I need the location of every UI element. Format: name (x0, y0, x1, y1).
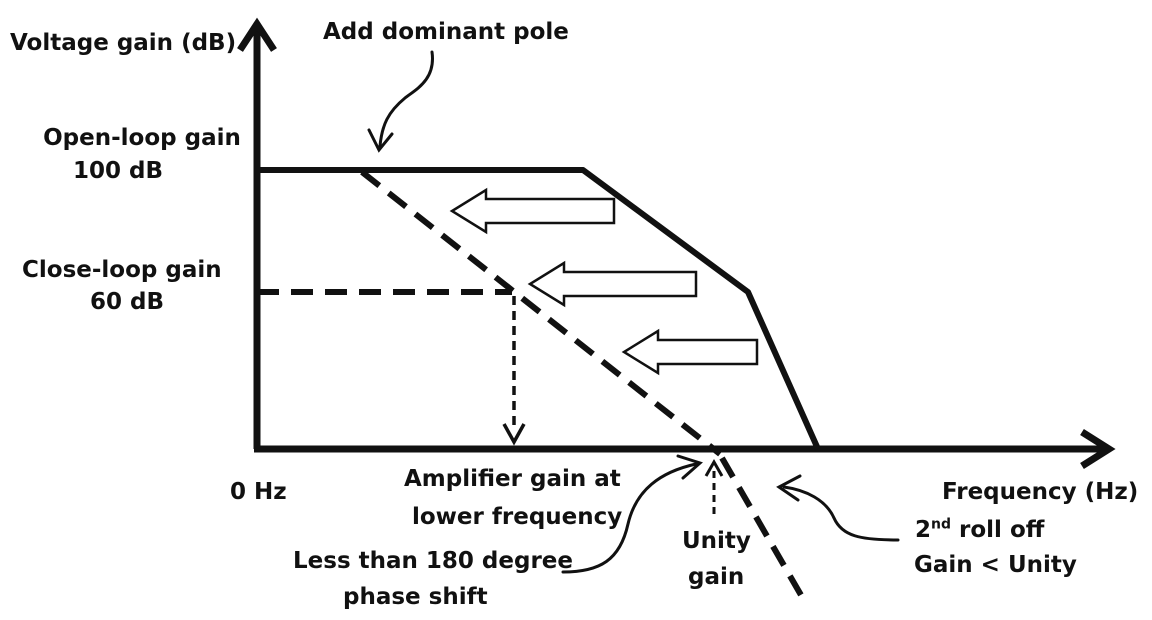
compensated-response (360, 169, 808, 604)
rolloff-prefix: 2 (915, 517, 932, 543)
second-rolloff-label-line2: Gain < Unity (914, 552, 1077, 578)
x-axis-title: Frequency (Hz) (942, 479, 1139, 505)
unity-gain-label-line1: Unity (682, 528, 751, 554)
rolloff-arrowhead-icon (776, 474, 802, 502)
callout-arrows (367, 50, 900, 574)
hollow-left-arrow-icon (449, 187, 616, 235)
open-loop-gain-value: 100 dB (73, 158, 164, 184)
amplifier-gain-label-line1: Amplifier gain at (404, 466, 621, 492)
open-loop-response-curve (257, 167, 821, 451)
hollow-left-arrow-icon (527, 260, 698, 308)
dominant-pole-label: Add dominant pole (323, 19, 569, 45)
origin-label: 0 Hz (230, 479, 287, 505)
axes (237, 17, 1116, 469)
unity-arrowhead-icon (704, 458, 724, 477)
x-axis-arrowhead (1080, 429, 1116, 469)
open-loop-gain-label: Open-loop gain (22, 124, 262, 152)
closed-loop-gain-value: 60 dB (90, 289, 165, 315)
y-axis-arrowhead (237, 17, 277, 52)
dominant-pole-callout-arrow (378, 50, 434, 148)
unity-gain-label-line2: gain (688, 564, 745, 590)
phase-shift-label-line2: phase shift (343, 584, 488, 610)
dominant-pole-arrowhead-icon (367, 128, 394, 153)
phase-shift-arrowhead-icon (676, 454, 703, 480)
rolloff-text: roll off (951, 517, 1045, 543)
closed-loop-gain-title: Close-loop gain (22, 257, 222, 283)
second-rolloff-label-line1: 2nd roll off (915, 516, 1044, 544)
open-loop-gain-title: Open-loop gain (43, 125, 241, 151)
second-rolloff-line (719, 456, 808, 604)
dominant-pole-rolloff-line (360, 169, 722, 457)
rolloff-ordinal-suffix: nd (931, 516, 952, 533)
hollow-left-arrow-icon (621, 328, 759, 376)
rolloff-callout-arrow (782, 485, 900, 542)
y-axis-title: Voltage gain (dB) (10, 30, 237, 56)
phase-shift-label-line1: Less than 180 degree (293, 548, 573, 574)
amplifier-gain-label-line2: lower frequency (412, 504, 623, 530)
drop-arrowhead-icon (502, 423, 526, 446)
phase-shift-callout-arrow (561, 462, 698, 574)
